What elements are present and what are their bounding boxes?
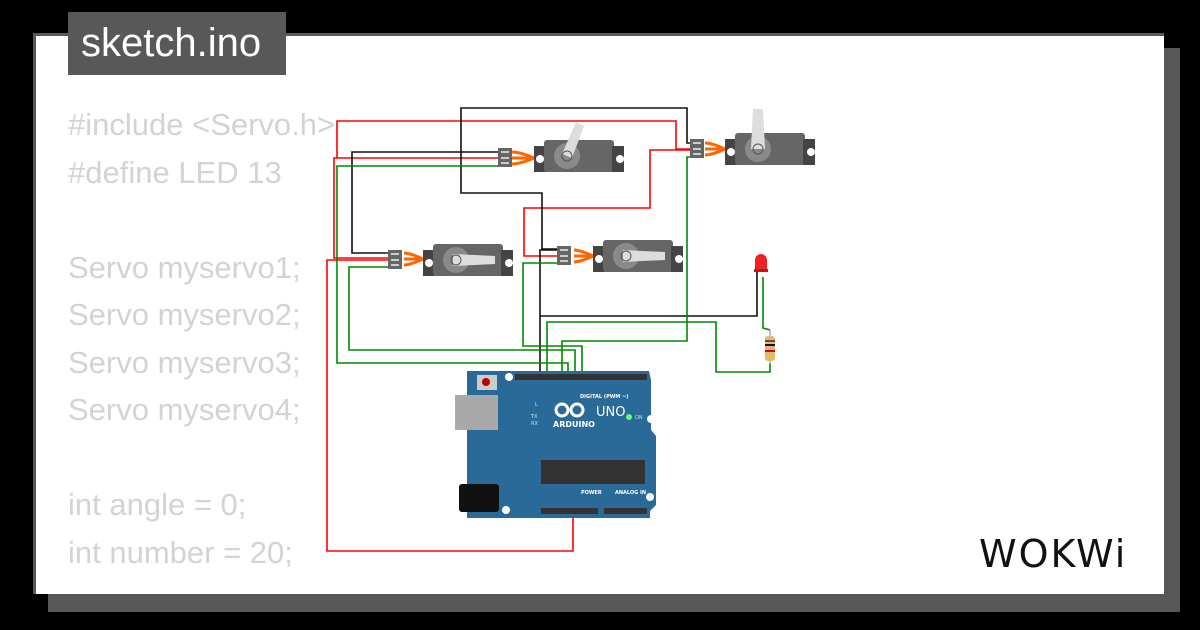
wire-signal bbox=[522, 262, 583, 377]
wire-ground bbox=[540, 272, 758, 317]
wire-ground bbox=[351, 151, 500, 254]
wire-signal bbox=[336, 165, 569, 377]
servo-3[interactable] bbox=[423, 244, 513, 276]
servo-1-connector bbox=[498, 148, 512, 167]
servo-leads bbox=[403, 141, 726, 267]
l-label: L bbox=[535, 402, 538, 408]
red-led[interactable] bbox=[754, 254, 768, 272]
code-line: int number = 20; bbox=[68, 534, 293, 570]
code-preview: #include <Servo.h> #define LED 13 Servo my… bbox=[68, 101, 335, 576]
code-line: #define LED 13 bbox=[68, 154, 282, 190]
servo-1[interactable] bbox=[534, 122, 624, 172]
servo-2[interactable] bbox=[725, 109, 815, 165]
wire-ground bbox=[460, 107, 690, 250]
wire-power bbox=[333, 157, 500, 259]
servo-3-connector bbox=[388, 250, 402, 269]
logo-text: WOKWi bbox=[979, 532, 1127, 575]
wire-power bbox=[523, 149, 690, 257]
servo-2-connector bbox=[690, 139, 704, 158]
arduino-logo-icon bbox=[554, 402, 585, 418]
arduino-brand: ARDUINO bbox=[553, 420, 595, 429]
power-label: POWER bbox=[581, 490, 602, 496]
wire-power bbox=[326, 259, 574, 552]
analog-label: ANALOG IN bbox=[615, 490, 646, 496]
wire-ground bbox=[539, 249, 557, 377]
wire-signal bbox=[762, 277, 771, 331]
wires bbox=[326, 107, 771, 552]
wire-power bbox=[336, 120, 690, 158]
code-line: Servo myservo2; bbox=[68, 297, 301, 332]
wire-signal bbox=[561, 156, 690, 377]
code-line: #include <Servo.h> bbox=[68, 107, 336, 142]
servo-4-connector bbox=[557, 246, 571, 265]
code-line: Servo myservo3; bbox=[68, 344, 301, 380]
wire-signal bbox=[348, 266, 576, 377]
resistor[interactable] bbox=[765, 330, 775, 364]
wire-signal bbox=[546, 321, 771, 377]
code-line: int angle = 0; bbox=[68, 487, 247, 522]
file-tab[interactable]: sketch.ino bbox=[68, 12, 286, 75]
tx-label: TX bbox=[530, 414, 538, 420]
digital-label: DIGITAL (PWM ~) bbox=[580, 394, 628, 400]
rx-label: RX bbox=[531, 421, 538, 427]
on-label: ON bbox=[635, 415, 643, 421]
code-line: Servo myservo4; bbox=[68, 392, 301, 427]
servo-4[interactable] bbox=[593, 240, 683, 272]
code-line: Servo myservo1; bbox=[68, 249, 301, 285]
arduino-uno[interactable]: ARDUINO UNO DIGITAL (PWM ~) POWER ANALOG… bbox=[455, 371, 656, 518]
arduino-model: UNO bbox=[596, 405, 625, 420]
wokwi-logo[interactable]: WOKWi bbox=[975, 525, 1155, 575]
